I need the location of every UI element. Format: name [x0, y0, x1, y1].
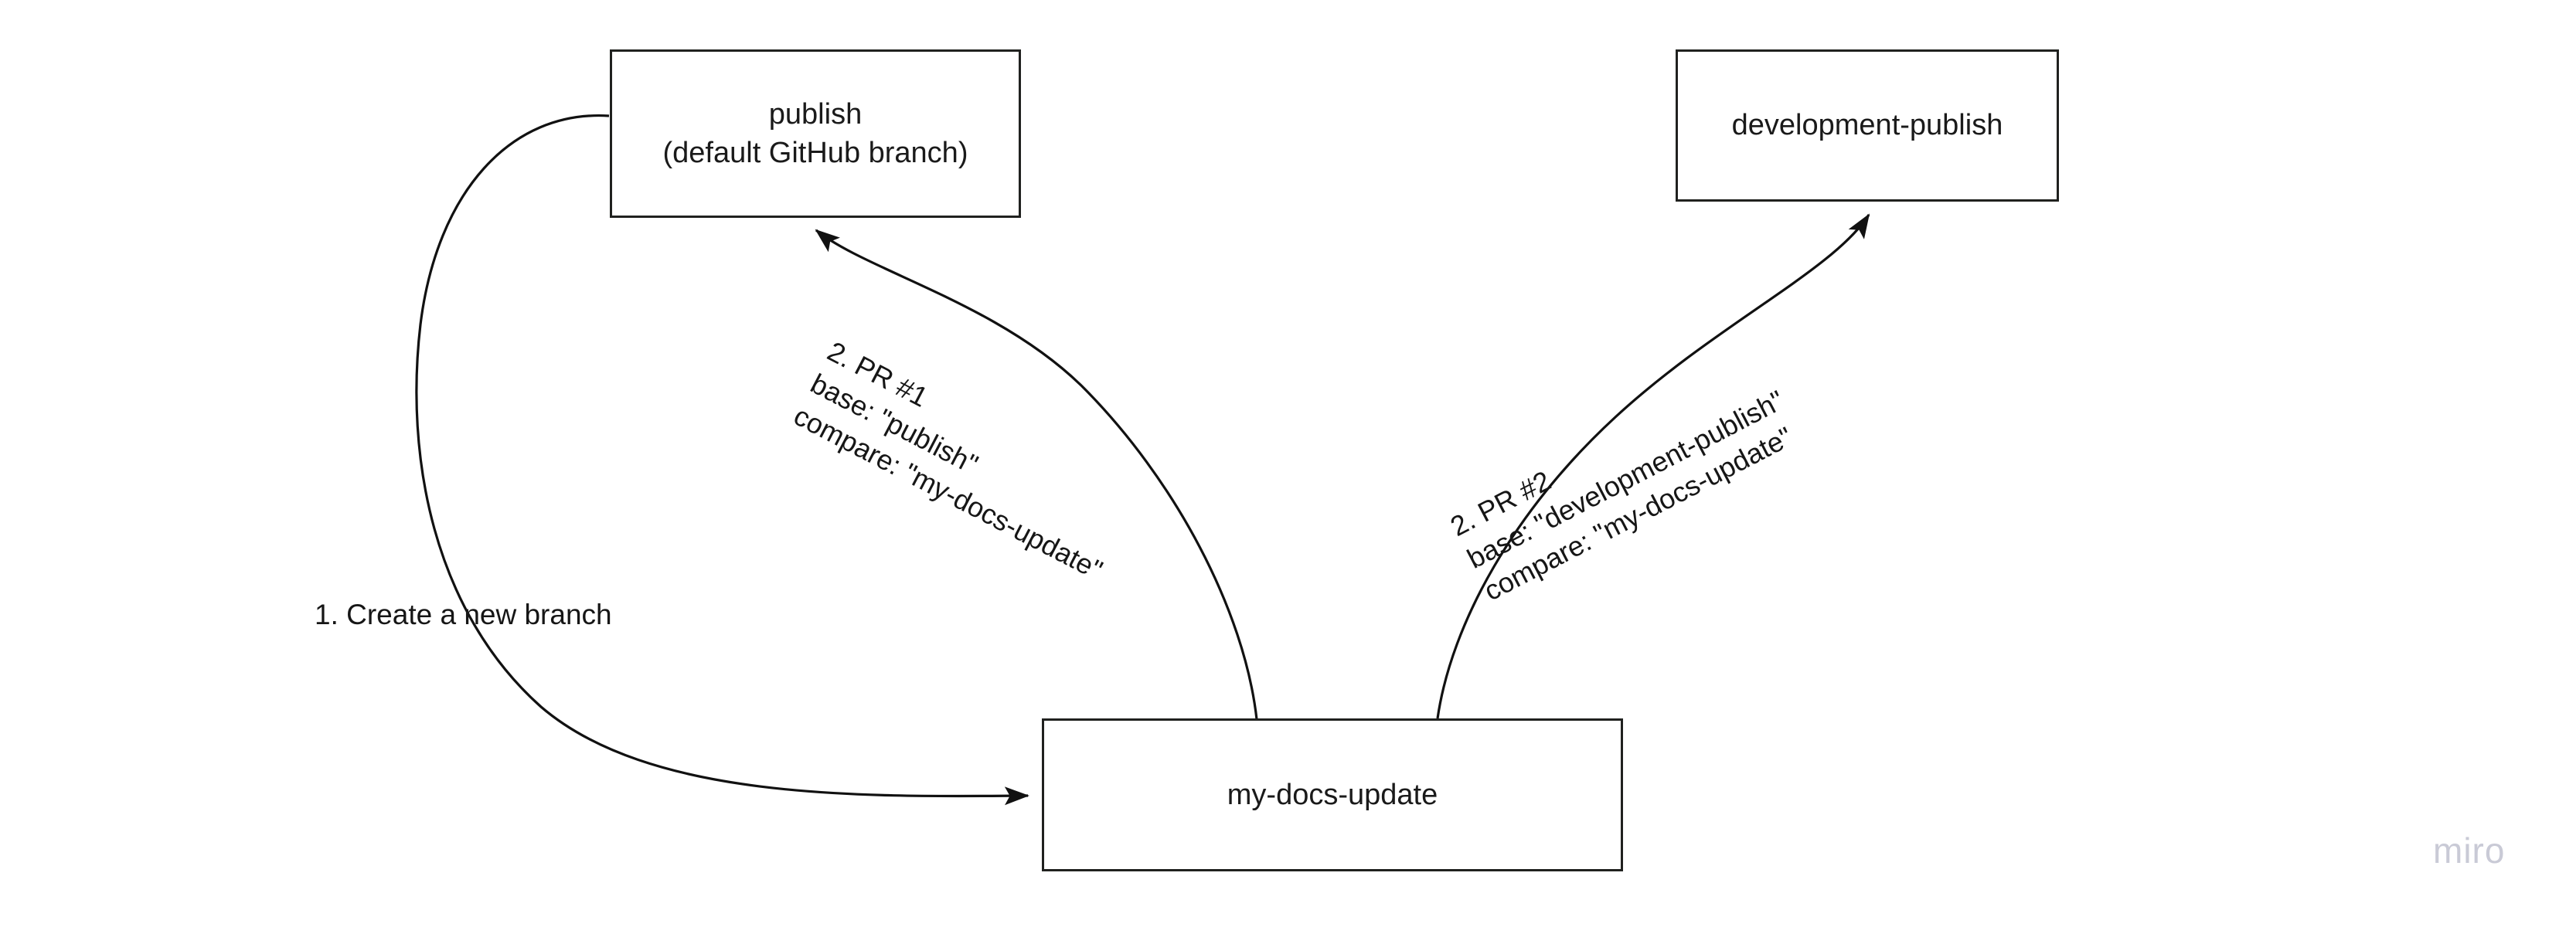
miro-watermark: miro: [2433, 830, 2506, 871]
node-my-docs-update[interactable]: my-docs-update: [1042, 718, 1623, 871]
edge-label-pr1: 2. PR #1 base: "publish" compare: "my-do…: [788, 334, 1108, 586]
edge-label-create-branch: 1. Create a new branch: [315, 599, 612, 630]
node-development-publish-label: development-publish: [1731, 109, 2003, 142]
node-publish[interactable]: publish (default GitHub branch): [610, 49, 1021, 218]
node-my-docs-update-label: my-docs-update: [1227, 778, 1438, 811]
edge-label-pr2: 2. PR #2 base: "development-publish" com…: [1445, 383, 1798, 607]
node-publish-label: publish (default GitHub branch): [662, 97, 968, 169]
node-development-publish[interactable]: development-publish: [1676, 49, 2059, 202]
